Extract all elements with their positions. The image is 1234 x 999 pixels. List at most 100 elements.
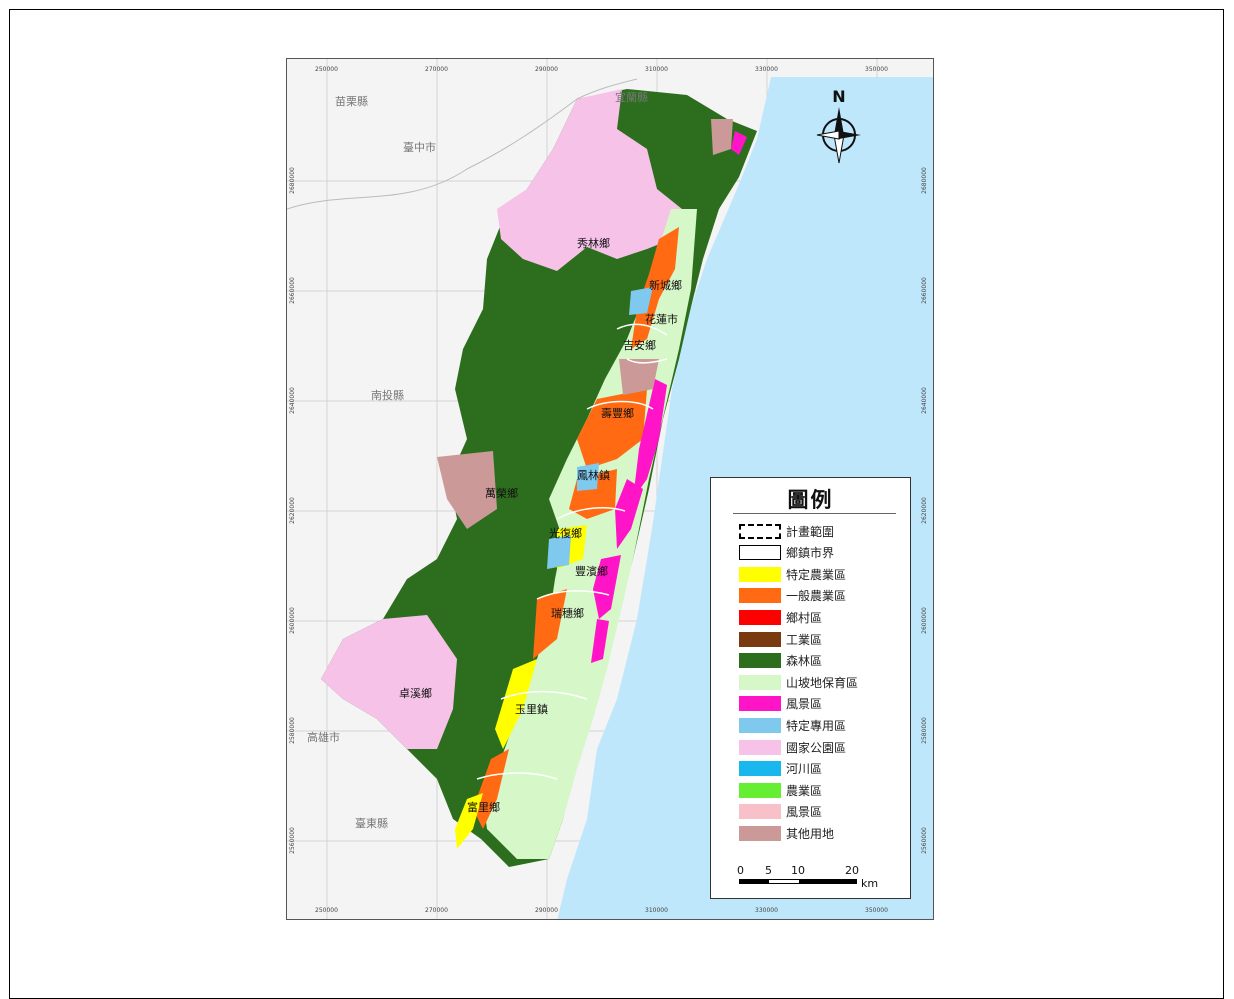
x-tick-bottom-4: 310000	[645, 907, 668, 914]
legend-item: 一般農業區	[739, 587, 846, 605]
township-label: 壽豐鄉	[601, 407, 634, 420]
legend-label: 農業區	[786, 783, 823, 798]
legend-item: 國家公園區	[739, 738, 846, 756]
neighbor-label: 高雄市	[307, 731, 340, 744]
township-label: 吉安鄉	[623, 339, 656, 352]
y-tick-left-4: 2620000	[288, 497, 296, 524]
township-label: 秀林鄉	[577, 237, 610, 250]
yushan-national-park	[321, 615, 457, 749]
legend-swatch	[739, 825, 781, 841]
legend-label: 山坡地保育區	[786, 675, 859, 690]
scale-tick-label: 20	[845, 864, 859, 877]
y-tick-left-6: 2580000	[288, 717, 296, 744]
neighbor-label: 臺東縣	[355, 817, 388, 830]
taroko-national-park	[497, 89, 682, 271]
legend-label: 風景區	[786, 697, 823, 712]
y-tick-left-2: 2660000	[288, 277, 296, 304]
legend-label: 特定農業區	[786, 567, 847, 582]
legend-divider	[733, 513, 896, 514]
legend-item: 森林區	[739, 652, 822, 670]
legend-item: 農業區	[739, 781, 822, 799]
legend-item: 山坡地保育區	[739, 673, 858, 691]
x-tick-bottom-2: 270000	[425, 907, 448, 914]
township-label: 富里鄉	[467, 801, 500, 814]
legend-swatch	[739, 566, 781, 582]
legend-swatch	[739, 739, 781, 755]
north-letter: N	[832, 87, 846, 106]
legend-label: 工業區	[786, 632, 823, 647]
scenic-zones	[591, 131, 747, 663]
x-tick-bottom-1: 250000	[315, 907, 338, 914]
compass-rose-icon	[816, 107, 861, 164]
legend-swatch	[739, 696, 781, 712]
y-tick-left-3: 2640000	[288, 387, 296, 414]
township-label: 卓溪鄉	[399, 687, 432, 700]
legend-title: 圖例	[787, 488, 834, 512]
scale-bar-segment	[799, 879, 857, 884]
legend-label: 其他用地	[786, 826, 835, 841]
y-tick-right-7: 2560000	[920, 827, 928, 854]
legend-label: 風景區	[786, 805, 823, 820]
legend-item: 河川區	[739, 760, 822, 778]
y-tick-right-5: 2600000	[920, 607, 928, 634]
legend-label: 特定專用區	[786, 718, 847, 733]
other-land-patches	[619, 119, 733, 395]
legend-swatch	[739, 674, 781, 690]
land-use-map: 250000 270000 290000 310000 330000 35000…	[286, 58, 934, 920]
neighbor-label: 宜蘭縣	[615, 91, 648, 104]
y-tick-right-1: 2680000	[920, 167, 928, 194]
legend-label: 鄉村區	[786, 610, 823, 625]
scale-unit: km	[861, 877, 879, 890]
y-tick-right-3: 2640000	[920, 387, 928, 414]
legend-item: 風景區	[739, 803, 822, 821]
legend-item: 鄉鎮市界	[739, 544, 834, 562]
y-tick-right-4: 2620000	[920, 497, 928, 524]
legend-swatch	[739, 782, 781, 798]
township-label: 新城鄉	[649, 279, 682, 292]
legend-item: 鄉村區	[739, 608, 822, 626]
x-tick-top-6: 350000	[865, 66, 888, 73]
legend-swatch	[739, 631, 781, 647]
legend-swatch	[739, 653, 781, 669]
township-label: 豐濱鄉	[575, 565, 608, 578]
x-tick-top-3: 290000	[535, 66, 558, 73]
x-tick-bottom-5: 330000	[755, 907, 778, 914]
legend-swatch	[739, 523, 781, 539]
township-label: 鳳林鎮	[577, 469, 610, 482]
scale-tick-label: 0	[737, 864, 744, 877]
township-boundaries	[476, 323, 668, 780]
x-tick-top-1: 250000	[315, 66, 338, 73]
other-land-west	[437, 451, 497, 529]
x-tick-top-2: 270000	[425, 66, 448, 73]
scale-tick-label: 5	[765, 864, 772, 877]
legend-swatch	[739, 588, 781, 604]
legend-item: 計畫範圍	[739, 522, 834, 540]
map-legend: 圖例 計畫範圍鄉鎮市界特定農業區一般農業區鄉村區工業區森林區山坡地保育區風景區特…	[710, 477, 911, 899]
legend-swatch	[739, 545, 781, 561]
legend-item: 風景區	[739, 695, 822, 713]
legend-label: 國家公園區	[786, 740, 847, 755]
legend-swatch	[739, 761, 781, 777]
x-tick-top-4: 310000	[645, 66, 668, 73]
township-label: 光復鄉	[549, 527, 582, 540]
special-use-zones	[547, 287, 653, 569]
legend-swatch	[739, 804, 781, 820]
neighbor-label: 臺中市	[403, 141, 436, 154]
legend-item: 特定農業區	[739, 565, 846, 583]
scale-bar: 0 5 10 20 km	[737, 864, 878, 890]
legend-item: 其他用地	[739, 824, 834, 842]
township-label: 萬榮鄉	[485, 487, 518, 500]
legend-label: 河川區	[786, 762, 823, 777]
neighbor-label: 苗栗縣	[335, 95, 368, 108]
legend-label: 鄉鎮市界	[786, 546, 835, 561]
x-tick-bottom-3: 290000	[535, 907, 558, 914]
legend-swatch	[739, 609, 781, 625]
legend-item: 工業區	[739, 630, 822, 648]
y-tick-left-5: 2600000	[288, 607, 296, 634]
y-tick-left-7: 2560000	[288, 827, 296, 854]
legend-item: 特定專用區	[739, 716, 846, 734]
neighbor-label: 南投縣	[371, 389, 404, 402]
township-label: 玉里鎮	[515, 703, 548, 716]
township-label: 瑞穗鄉	[551, 607, 584, 620]
legend-label: 一般農業區	[786, 589, 847, 604]
